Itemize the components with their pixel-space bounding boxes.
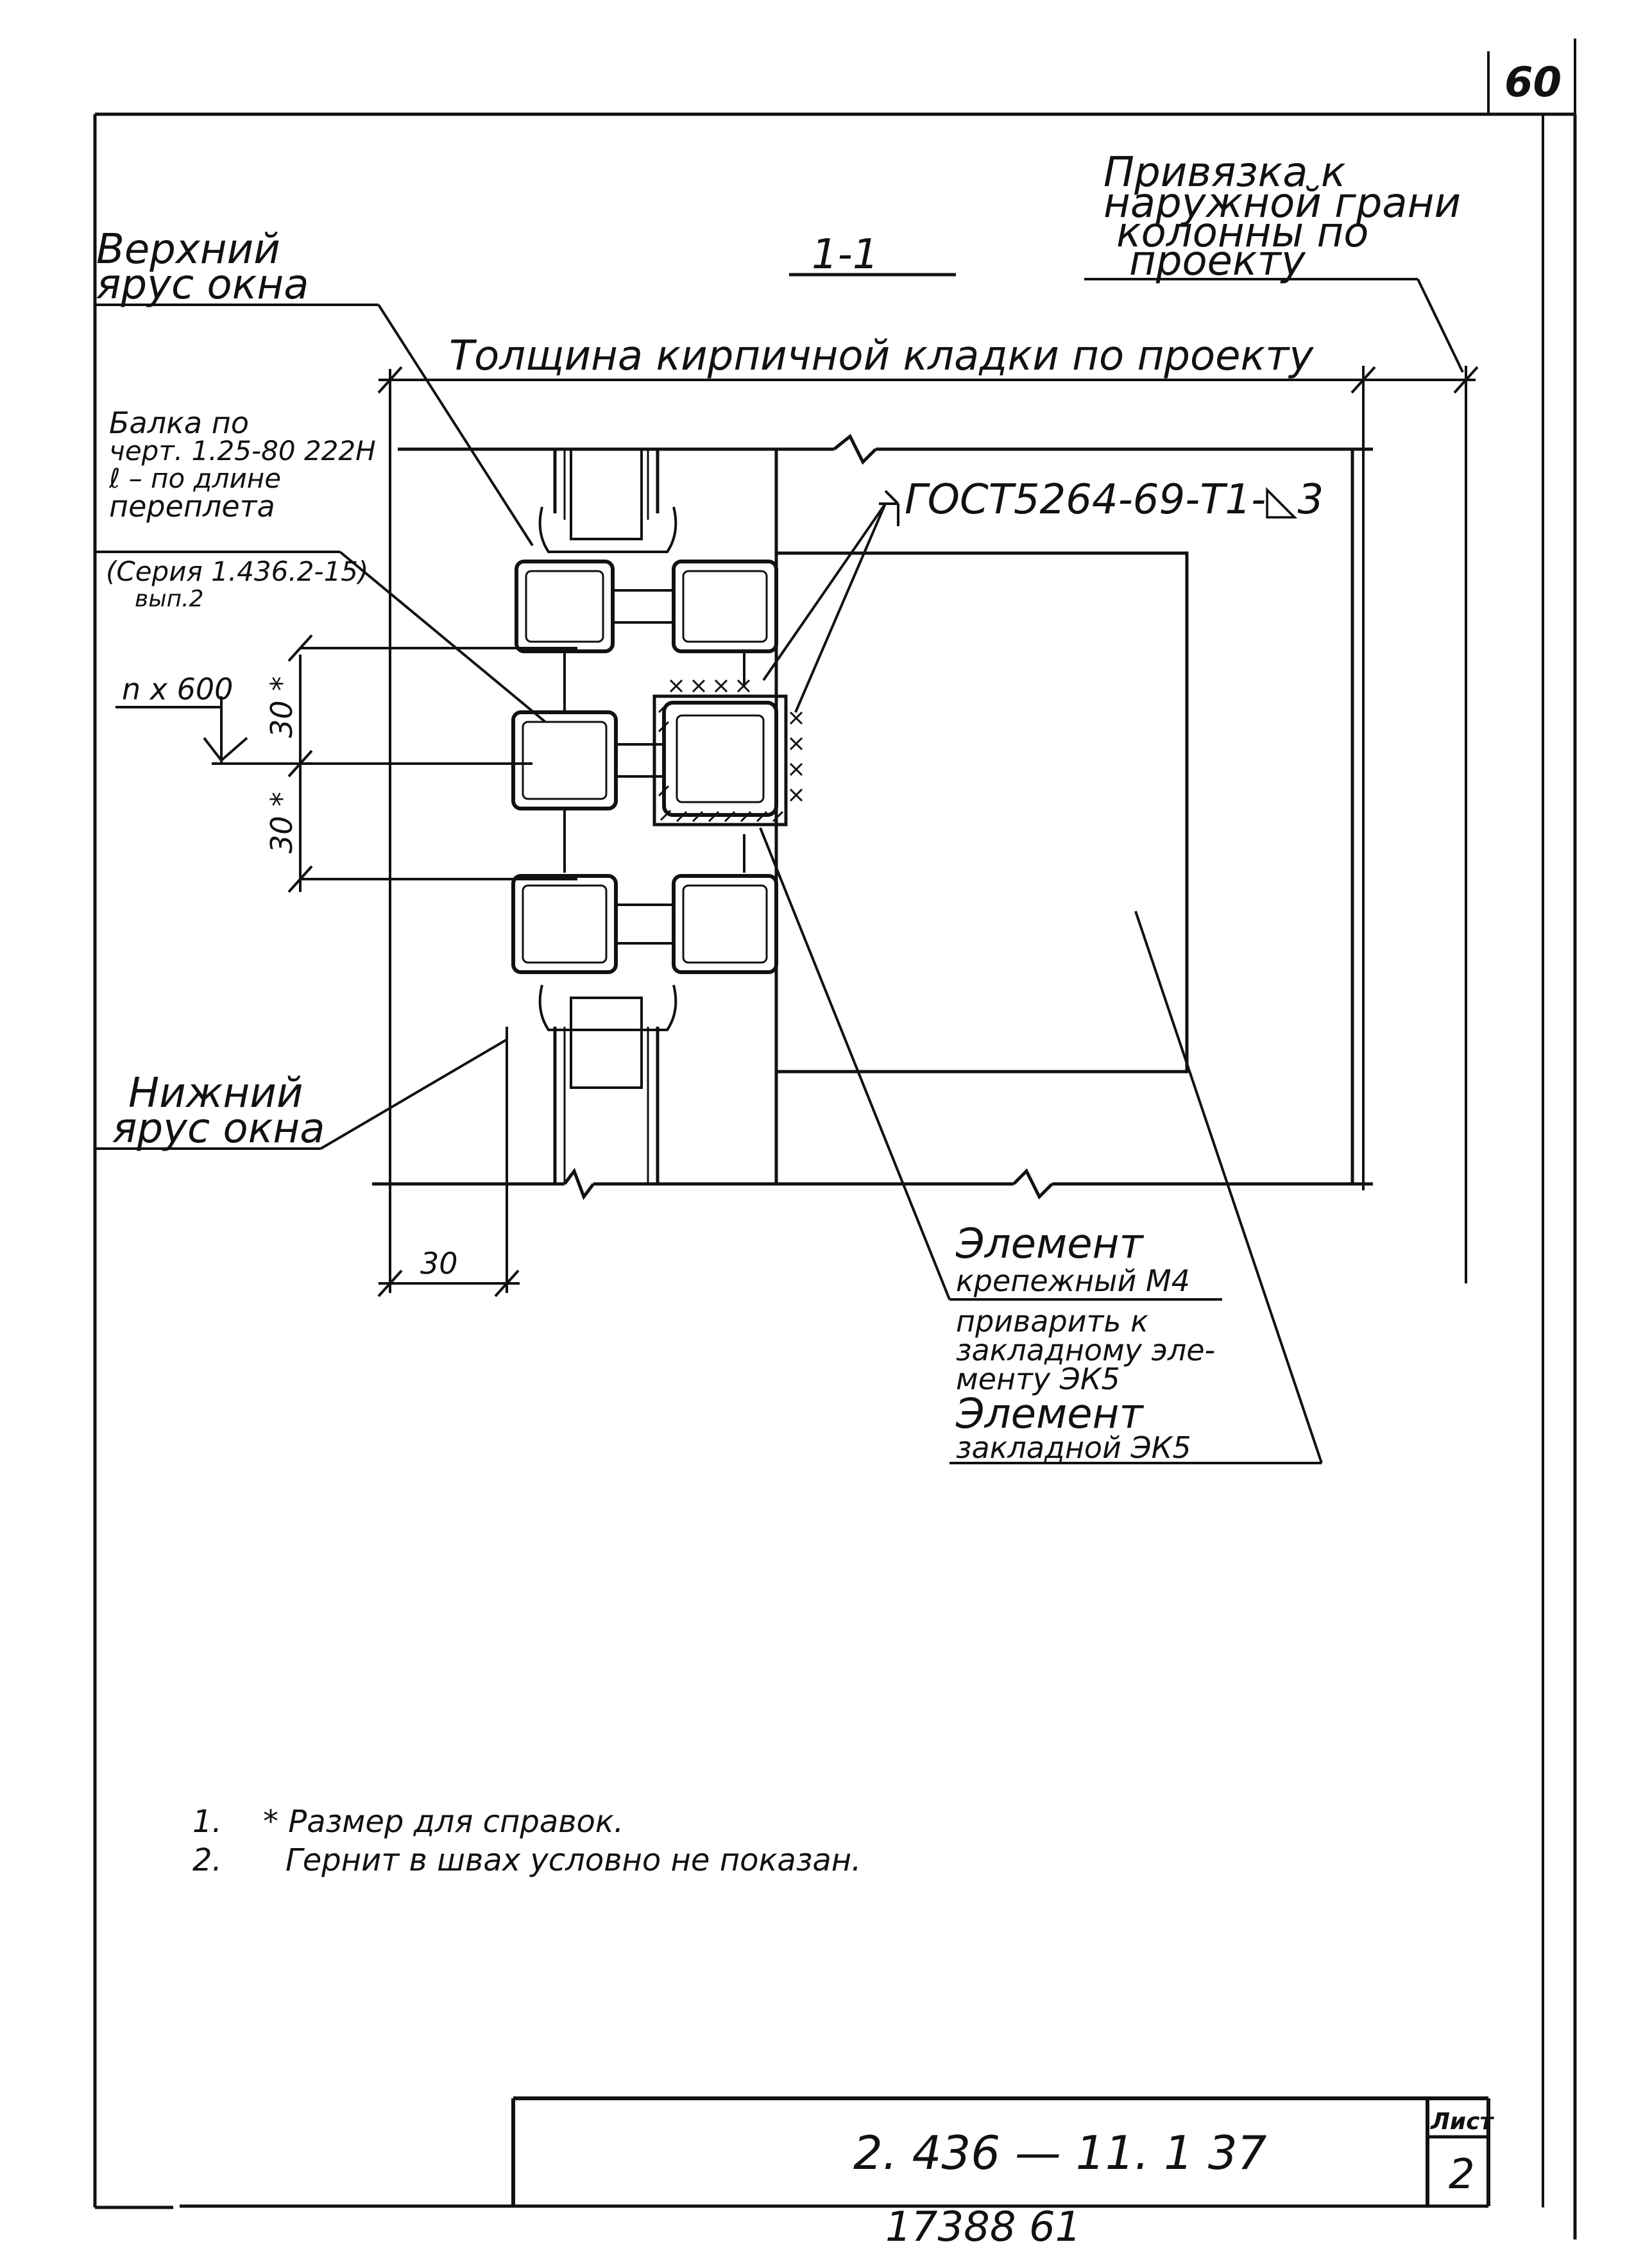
dim-upper-label: 30 *	[264, 676, 299, 738]
masonry-dimension	[377, 366, 1479, 1283]
leader-lines	[96, 278, 1464, 1464]
sheet-frame	[93, 39, 1577, 2240]
svg-text:ярус окна: ярус окна	[96, 261, 309, 309]
lower-tier-label: Нижний ярус окна	[112, 1070, 325, 1152]
note-1-num: 1.	[192, 1804, 222, 1840]
svg-text:Балка по: Балка по	[109, 406, 249, 440]
sheet-number: 2	[1449, 2151, 1475, 2198]
title-block	[511, 2096, 1490, 2206]
bottom-dimension	[377, 1027, 520, 1298]
notes: 1. * Размер для справок. 2. Гернит в шва…	[192, 1804, 861, 1878]
window-section	[511, 448, 803, 1184]
svg-text:переплета: переплета	[109, 489, 275, 524]
svg-text:Нижний: Нижний	[128, 1070, 303, 1117]
wall-outline	[372, 434, 1373, 1201]
bottom-number: 17388 61	[885, 2204, 1081, 2244]
gost-label: ГОСТ5264-69-Т1-◺3	[905, 476, 1324, 524]
svg-text:колонны по: колонны по	[1116, 209, 1368, 257]
svg-text:ярус окна: ярус окна	[112, 1105, 325, 1152]
svg-text:наружной грани: наружной грани	[1103, 180, 1461, 227]
dim-30-label: 30	[420, 1246, 458, 1281]
svg-text:Элемент: Элемент	[955, 1391, 1144, 1438]
note-1-text: * Размер для справок.	[263, 1804, 624, 1840]
svg-text:приварить к: приварить к	[956, 1304, 1148, 1339]
dim-lower-label: 30 *	[264, 792, 299, 853]
svg-text:Элемент: Элемент	[955, 1220, 1144, 1268]
sheet-label: Лист	[1430, 2109, 1494, 2135]
svg-text:закладной ЭК5: закладной ЭК5	[956, 1430, 1191, 1465]
element-m4-label: Элемент крепежный М4 приварить к закладн…	[955, 1220, 1215, 1396]
binding-label: Привязка к наружной грани колонны по про…	[1103, 149, 1461, 285]
masonry-thickness-label: Толщина кирпичной кладки по проекту	[449, 332, 1314, 380]
svg-text:закладному эле-: закладному эле-	[956, 1333, 1215, 1367]
svg-text:проекту: проекту	[1129, 237, 1306, 285]
document-code: 2. 436 — 11. 1 37	[853, 2126, 1267, 2180]
svg-text:ℓ – по длине: ℓ – по длине	[108, 463, 281, 494]
element-ek5-label: Элемент закладной ЭК5	[955, 1391, 1191, 1465]
section-title: 1-1	[812, 231, 879, 278]
svg-text:крепежный М4: крепежный М4	[956, 1263, 1190, 1298]
upper-tier-label: Верхний ярус окна	[96, 226, 309, 309]
note-2-text: Гернит в швах условно не показан.	[285, 1842, 861, 1878]
svg-text:Привязка к: Привязка к	[1103, 149, 1346, 196]
svg-text:(Серия 1.436.2-15): (Серия 1.436.2-15)	[106, 556, 368, 587]
svg-text:менту ЭК5: менту ЭК5	[956, 1362, 1120, 1396]
page-number: 60	[1504, 59, 1562, 107]
beam-label: Балка по черт. 1.25-80 222Н ℓ – по длине…	[106, 406, 376, 612]
spacing-label: n x 600	[122, 672, 233, 707]
note-2-num: 2.	[192, 1842, 222, 1878]
weld-marks	[669, 679, 803, 802]
svg-text:черт. 1.25-80 222Н: черт. 1.25-80 222Н	[109, 435, 376, 467]
vertical-dimensions	[115, 634, 577, 893]
svg-text:вып.2: вып.2	[135, 586, 204, 612]
svg-text:Верхний: Верхний	[96, 226, 280, 273]
